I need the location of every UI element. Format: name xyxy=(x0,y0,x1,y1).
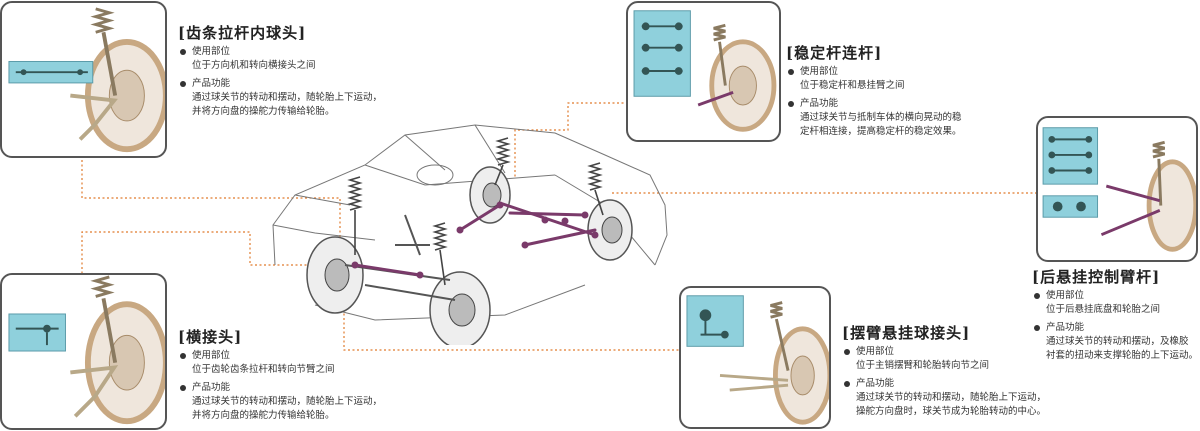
leader-stabilizer xyxy=(514,102,628,178)
info-stabilizer-link: [稳定杆连杆] 使用部位 位于稳定杆和悬挂臂之间 产品功能 通过球关节与抵制车体… xyxy=(786,46,962,139)
usage-heading: 使用部位 xyxy=(786,65,962,79)
function-heading: 产品功能 xyxy=(786,97,962,111)
function-heading: 产品功能 xyxy=(178,381,382,395)
info-rack-end: [齿条拉杆内球头] 使用部位 位于方向机和转向横接头之间 产品功能 通过球关节的… xyxy=(178,26,382,119)
info-rear-control-arm: [后悬挂控制臂杆] 使用部位 位于后悬挂底盘和轮胎之间 产品功能 通过球关节的转… xyxy=(1032,270,1198,363)
function-heading: 产品功能 xyxy=(1032,321,1198,335)
info-tie-rod-end: [横接头] 使用部位 位于齿轮齿条拉杆和转向节臂之间 产品功能 通过球关节的转动… xyxy=(178,330,382,423)
panel-rear-control-arm xyxy=(1036,116,1198,262)
function-line: 并将方向盘的操舵力传输给轮胎。 xyxy=(192,410,335,421)
panel-ball-joint xyxy=(679,286,831,429)
function-line: 操舵方向盘时，球关节成为轮胎转动的中心。 xyxy=(856,406,1047,417)
function-line: 通过球关节的转动和摆动，随轮胎上下运动， xyxy=(856,392,1047,403)
usage-text: 位于主销摆臂和轮胎转向节之间 xyxy=(856,360,990,371)
function-line: 并将方向盘的操舵力传输给轮胎。 xyxy=(192,106,335,117)
title-stabilizer-link: [稳定杆连杆] xyxy=(786,44,883,62)
title-rear-control-arm: [后悬挂控制臂杆] xyxy=(1032,268,1161,286)
usage-heading: 使用部位 xyxy=(178,349,382,363)
function-line: 定杆相连接，提高稳定杆的稳定效果。 xyxy=(800,126,962,137)
title-rack-end: [齿条拉杆内球头] xyxy=(178,24,307,42)
usage-heading: 使用部位 xyxy=(842,345,1046,359)
usage-text: 位于方向机和转向横接头之间 xyxy=(192,60,316,71)
usage-text: 位于后悬挂底盘和轮胎之间 xyxy=(1046,304,1161,315)
title-ball-joint: [摆臂悬挂球接头] xyxy=(842,324,971,342)
leader-ball-joint xyxy=(343,300,688,351)
function-line: 通过球关节的转动和摆动，随轮胎上下运动， xyxy=(192,92,383,103)
car-chassis-illustration xyxy=(272,124,668,345)
panel-stabilizer-link xyxy=(626,1,781,142)
thumb-rear-control-arm-2 xyxy=(1042,195,1099,218)
title-tie-rod-end: [横接头] xyxy=(178,328,243,346)
usage-text: 位于齿轮齿条拉杆和转向节臂之间 xyxy=(192,364,335,375)
usage-heading: 使用部位 xyxy=(1032,289,1198,303)
function-heading: 产品功能 xyxy=(178,77,382,91)
thumb-tie-rod-end xyxy=(8,313,66,352)
thumb-ball-joint xyxy=(686,295,744,347)
panel-tie-rod-end xyxy=(0,273,167,430)
function-line: 通过球关节的转动和摆动，随轮胎上下运动， xyxy=(192,396,383,407)
usage-heading: 使用部位 xyxy=(178,45,382,59)
panel-rack-end xyxy=(0,1,167,158)
info-ball-joint: [摆臂悬挂球接头] 使用部位 位于主销摆臂和轮胎转向节之间 产品功能 通过球关节… xyxy=(842,326,1046,419)
thumb-stabilizer-link xyxy=(633,10,691,97)
leader-rack-end xyxy=(81,160,341,255)
function-line: 通过球关节与抵制车体的横向晃动的稳 xyxy=(800,112,962,123)
usage-text: 位于稳定杆和悬挂臂之间 xyxy=(800,80,905,91)
function-line: 通过球关节的转动和摆动，及橡胶 xyxy=(1046,336,1189,347)
function-line: 衬套的扭动来支撑轮胎的上下运动。 xyxy=(1046,350,1199,361)
function-heading: 产品功能 xyxy=(842,377,1046,391)
